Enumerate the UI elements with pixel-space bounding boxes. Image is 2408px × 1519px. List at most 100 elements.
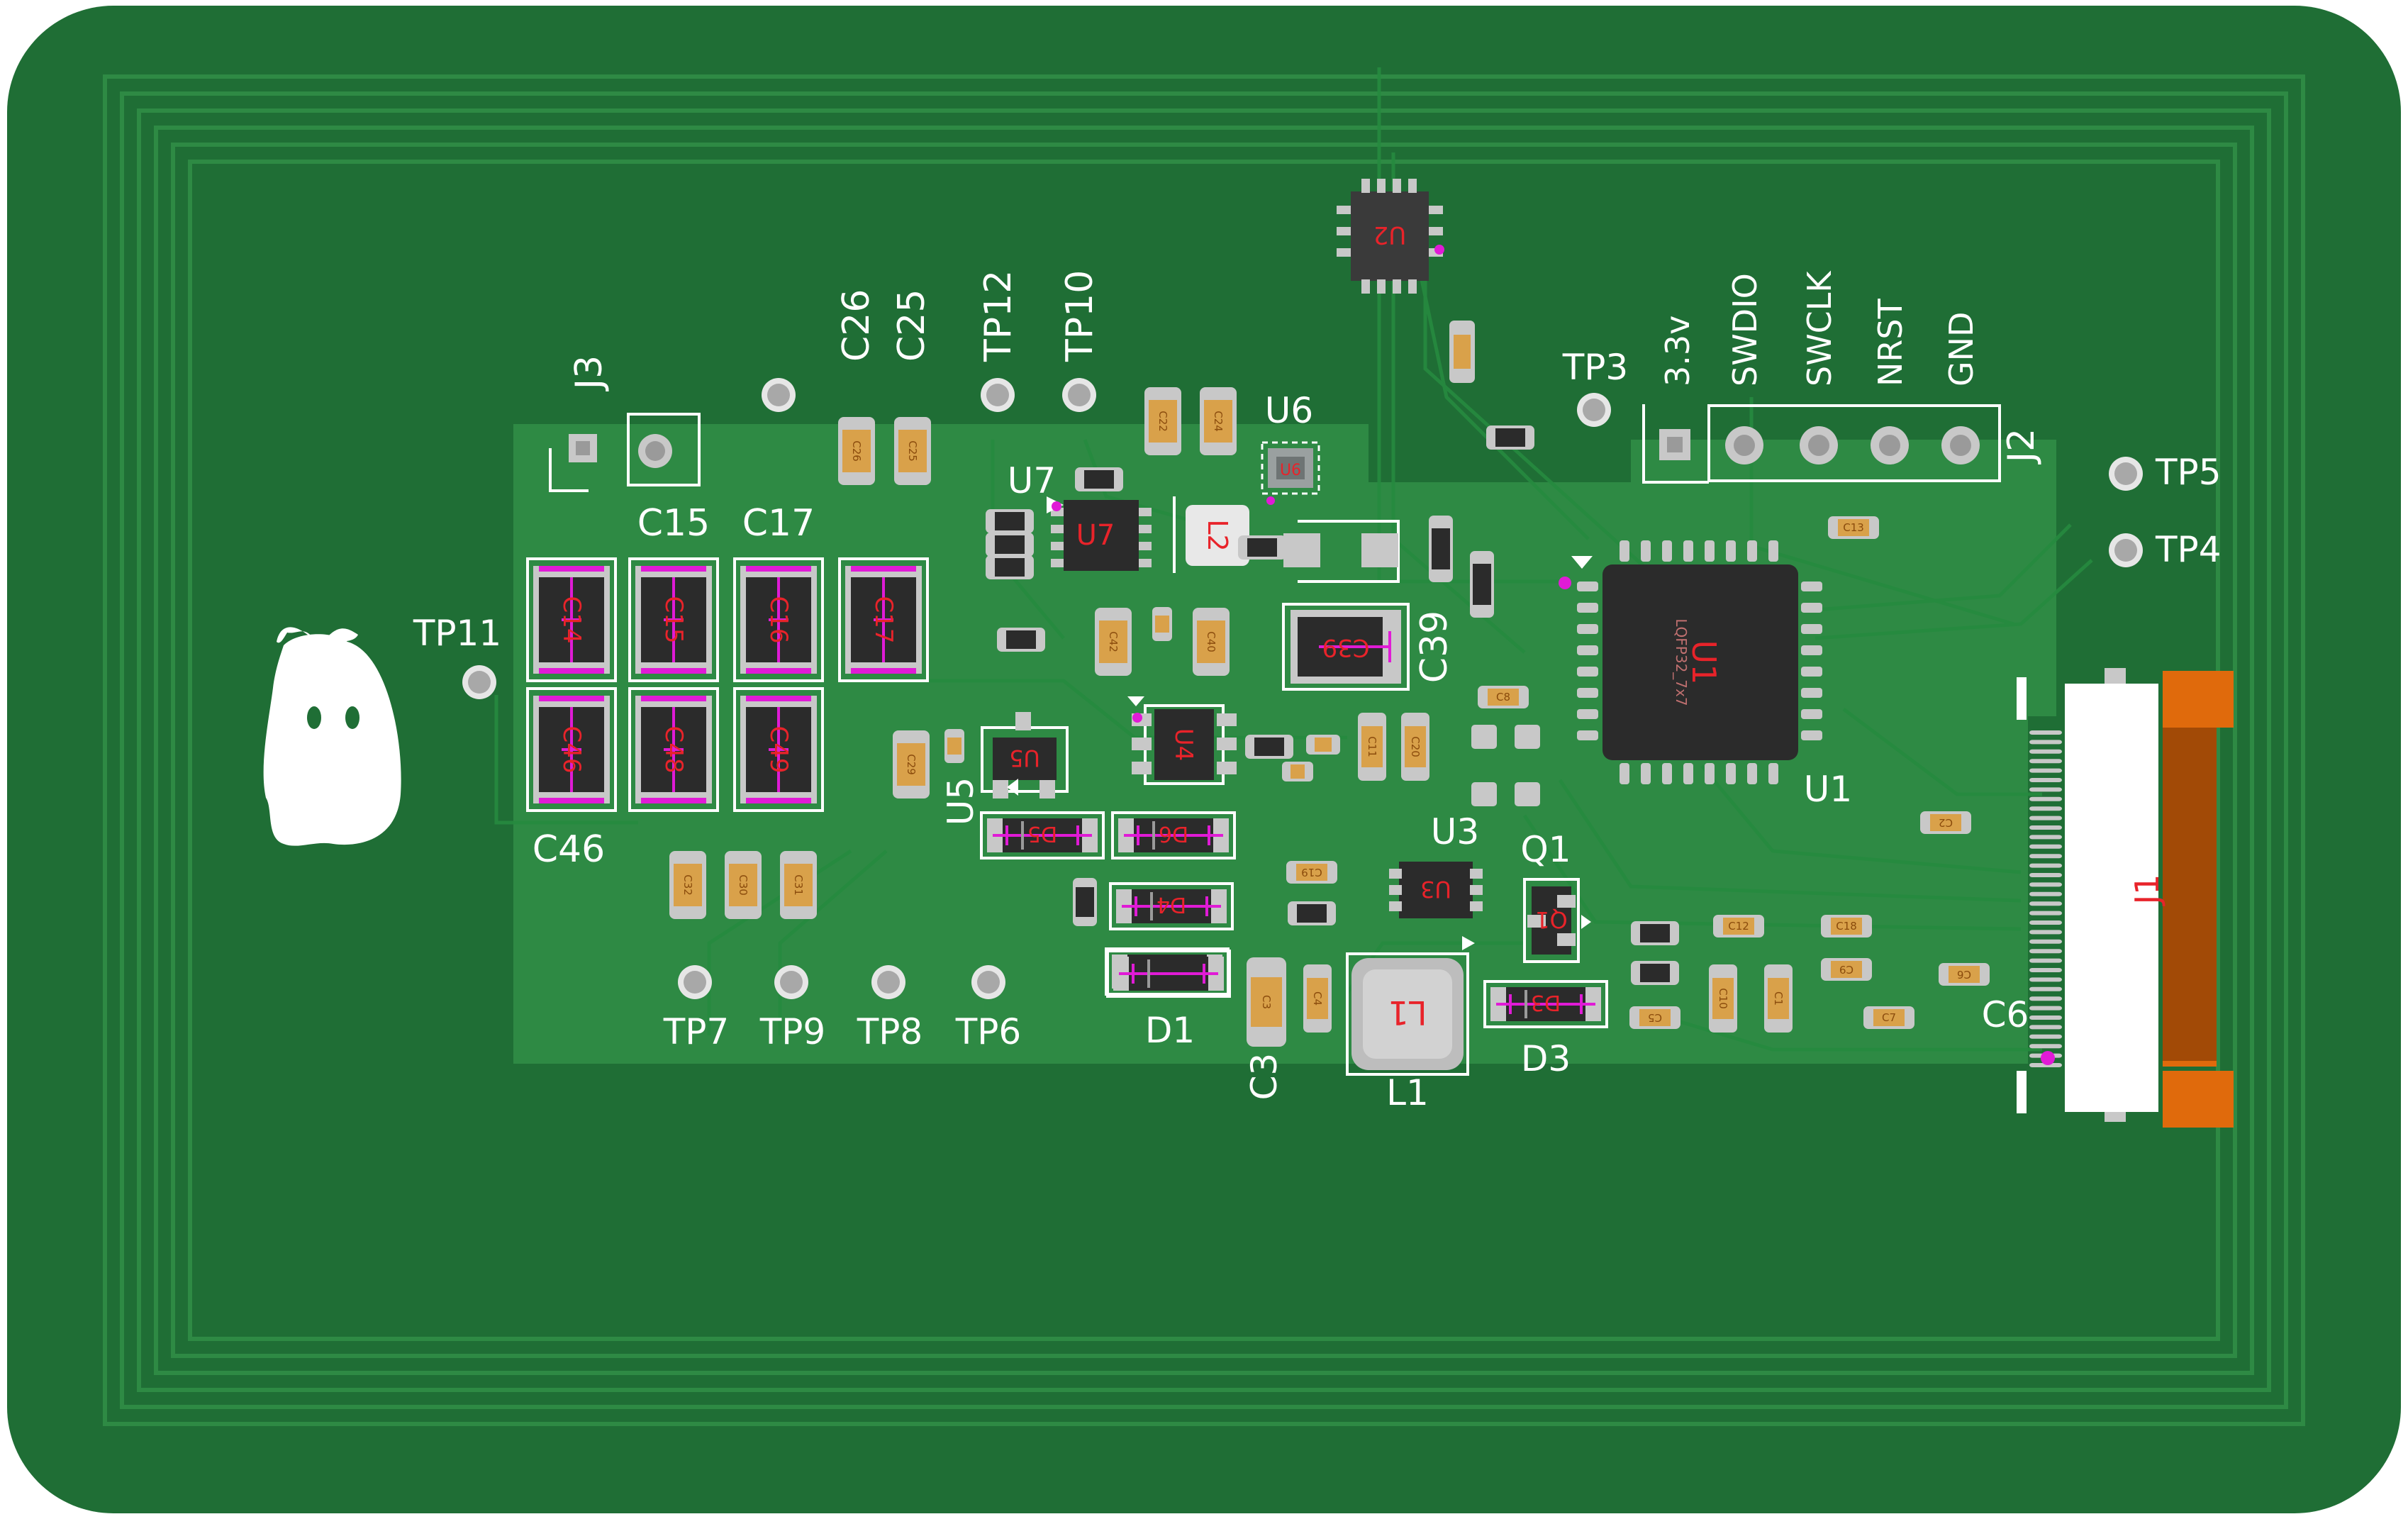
ic-u4: U4 bbox=[1127, 696, 1237, 785]
svg-text:LQFP32_7x7: LQFP32_7x7 bbox=[1673, 618, 1690, 706]
resistor-vertical-2 bbox=[1470, 551, 1494, 618]
pad bbox=[2029, 806, 2062, 811]
pad bbox=[2029, 1006, 2062, 1011]
svg-text:U3: U3 bbox=[1420, 876, 1451, 903]
label-c26: C26 bbox=[835, 289, 878, 362]
resistor-u7-2 bbox=[986, 533, 1034, 557]
svg-text:C13: C13 bbox=[1843, 521, 1864, 534]
label-tp6: TP6 bbox=[955, 1011, 1022, 1052]
test-point-tp11[interactable] bbox=[462, 665, 496, 699]
pad bbox=[1705, 763, 1715, 784]
label-tp11: TP11 bbox=[413, 613, 501, 654]
capacitor-c10: C10 bbox=[1709, 964, 1737, 1033]
test-point-tp4[interactable] bbox=[2109, 533, 2143, 567]
label-d1: D1 bbox=[1145, 1010, 1195, 1051]
svg-text:C1: C1 bbox=[1772, 991, 1785, 1006]
test-point-tp3[interactable] bbox=[1577, 393, 1611, 427]
pad bbox=[1726, 540, 1736, 562]
pad bbox=[1747, 763, 1757, 784]
pad bbox=[1801, 730, 1822, 740]
capacitor-c12: C12 bbox=[1713, 915, 1764, 937]
j2-pin-label-swclk: SWCLK bbox=[1800, 270, 1839, 386]
svg-text:C18: C18 bbox=[1836, 920, 1857, 933]
capacitor-c2: C2 bbox=[1920, 811, 1971, 834]
label-tp4: TP4 bbox=[2155, 529, 2222, 570]
j3-connector[interactable] bbox=[549, 413, 701, 492]
capacitor-mini-1 bbox=[1152, 607, 1172, 641]
svg-text:U5: U5 bbox=[1009, 745, 1040, 772]
svg-text:U2: U2 bbox=[1373, 221, 1407, 249]
pad bbox=[1662, 540, 1672, 562]
pad bbox=[2029, 863, 2062, 868]
pad bbox=[2029, 996, 2062, 1001]
label-c46: C46 bbox=[533, 828, 605, 871]
pad bbox=[1705, 540, 1715, 562]
svg-text:C42: C42 bbox=[1107, 631, 1120, 652]
svg-text:C48: C48 bbox=[659, 725, 688, 773]
silkscreen-labels: J3 C26 C25 TP12 TP10 U6 U7 TP3 TP5 TP4 T… bbox=[413, 270, 2222, 1113]
svg-text:C7: C7 bbox=[1882, 1011, 1896, 1024]
pad bbox=[2029, 986, 2062, 991]
label-j2: J2 bbox=[2000, 428, 2043, 464]
pad bbox=[1801, 688, 1822, 698]
capacitor-c24: C24 bbox=[1200, 387, 1237, 455]
j2-pin-label-3v3: 3.3v bbox=[1659, 316, 1697, 386]
pad bbox=[1801, 645, 1822, 655]
capacitor-c7: C7 bbox=[1863, 1006, 1914, 1029]
pad bbox=[2029, 759, 2062, 764]
test-point-tp12[interactable] bbox=[981, 378, 1015, 412]
resistor-r1 bbox=[1486, 425, 1534, 450]
capacitor-c40: C40 bbox=[1193, 608, 1230, 676]
test-point-tp7[interactable] bbox=[678, 965, 712, 999]
capacitor-c16: C16 bbox=[733, 557, 824, 682]
pad bbox=[2029, 901, 2062, 906]
j2-swd-header[interactable] bbox=[1642, 404, 2001, 484]
pad bbox=[2029, 911, 2062, 916]
pad bbox=[2029, 796, 2062, 801]
pad bbox=[1577, 645, 1598, 655]
capacitor-c29: C29 bbox=[893, 730, 930, 799]
test-point-tp5[interactable] bbox=[2109, 457, 2143, 491]
pad bbox=[2029, 1025, 2062, 1030]
pad bbox=[2029, 1034, 2062, 1039]
svg-text:C17: C17 bbox=[869, 596, 898, 643]
svg-text:C11: C11 bbox=[1366, 736, 1378, 757]
resistor-vertical-1 bbox=[1429, 516, 1453, 582]
capacitor-c5: C5 bbox=[1629, 1006, 1680, 1029]
label-d3: D3 bbox=[1521, 1038, 1571, 1079]
label-c25: C25 bbox=[891, 289, 933, 362]
svg-text:C49: C49 bbox=[764, 725, 793, 773]
svg-text:C20: C20 bbox=[1409, 736, 1422, 757]
test-point-unlabeled[interactable] bbox=[762, 378, 796, 412]
label-tp5: TP5 bbox=[2155, 452, 2222, 493]
pad bbox=[2029, 1044, 2062, 1049]
ic-u7: U7 bbox=[1047, 496, 1152, 571]
test-point-tp9[interactable] bbox=[774, 965, 808, 999]
pad bbox=[1662, 763, 1672, 784]
svg-text:C39: C39 bbox=[1322, 633, 1369, 662]
capacitor-mini-3 bbox=[1306, 735, 1340, 755]
j1-fpc-connector[interactable]: J1 bbox=[2017, 668, 2234, 1128]
pad bbox=[1577, 709, 1598, 719]
pad bbox=[2029, 1016, 2062, 1020]
diode-d6: D6 bbox=[1111, 811, 1236, 859]
pad bbox=[1801, 709, 1822, 719]
label-tp10: TP10 bbox=[1059, 270, 1101, 362]
pad bbox=[1620, 763, 1629, 784]
label-u1: U1 bbox=[1804, 769, 1852, 810]
svg-text:D5: D5 bbox=[1027, 821, 1057, 846]
test-point-tp8[interactable] bbox=[871, 965, 905, 999]
test-point-tp10[interactable] bbox=[1062, 378, 1096, 412]
label-tp7: TP7 bbox=[663, 1011, 730, 1052]
test-point-tp6[interactable] bbox=[971, 965, 1005, 999]
capacitor-c14: C14 bbox=[526, 557, 617, 682]
capacitor-c22: C22 bbox=[1144, 387, 1181, 455]
svg-text:C46: C46 bbox=[557, 725, 586, 773]
label-j3: J3 bbox=[568, 355, 611, 391]
capacitor-c39: C39 bbox=[1282, 603, 1410, 691]
svg-text:C9: C9 bbox=[1839, 963, 1854, 976]
pad bbox=[2029, 882, 2062, 887]
pad bbox=[1577, 667, 1598, 677]
capacitor-c15: C15 bbox=[628, 557, 719, 682]
svg-text:C31: C31 bbox=[792, 874, 805, 896]
